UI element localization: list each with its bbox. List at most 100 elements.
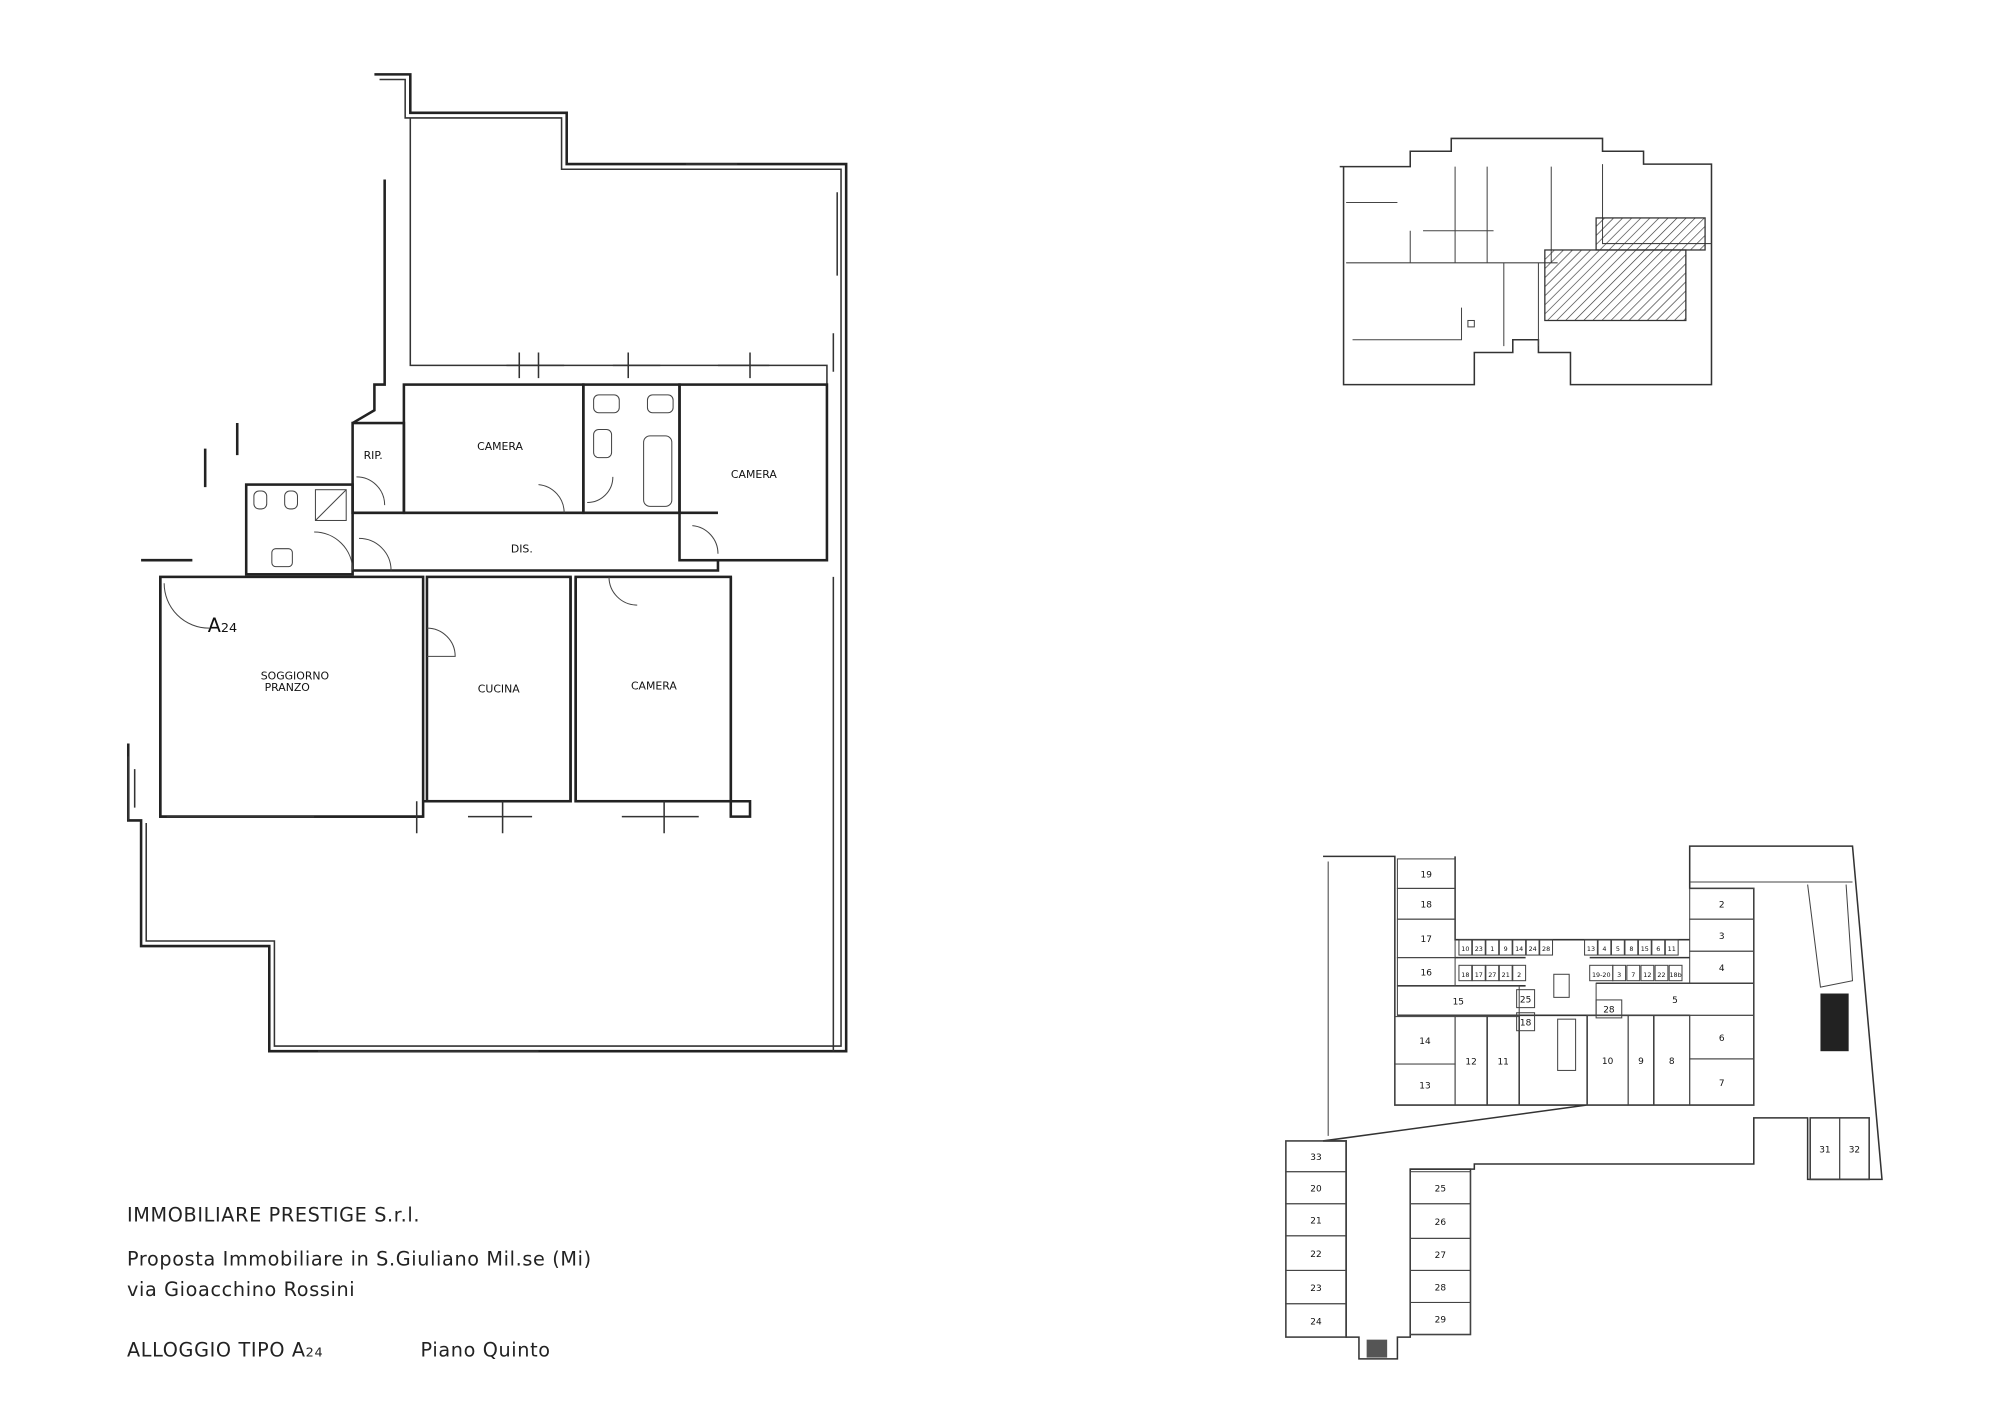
site_plan.cellar_numbers.6: 13 xyxy=(1419,1081,1430,1091)
highlighted-unit xyxy=(1544,249,1687,322)
unit-tag: A24 xyxy=(208,614,237,637)
site_plan.cellar_numbers.0: 19 xyxy=(1421,871,1433,881)
cell-outline xyxy=(1525,939,1540,956)
site_plan.small_cellars_row1.1: 23 xyxy=(1475,945,1483,953)
title-block: IMMOBILIARE PRESTIGE S.r.l. Proposta Imm… xyxy=(127,1204,592,1362)
site_plan.small_cellars_row1.6: 28 xyxy=(1542,945,1550,953)
cell-outline xyxy=(1612,964,1627,982)
site_plan.garages_right.2: 27 xyxy=(1435,1251,1446,1261)
site_plan.cellar_numbers.17: 8 xyxy=(1669,1057,1675,1067)
site_plan.garages_right.3: 28 xyxy=(1435,1283,1447,1293)
site_plan.garages_left.0: 33 xyxy=(1310,1153,1321,1163)
site_plan.small_cellars_row2.10: 18b xyxy=(1669,971,1681,979)
apartment-plan-a24: CAMERA CAMERA RIP. DIS. SOGGIORNO PRANZO… xyxy=(126,73,848,1053)
cell-outline xyxy=(1458,939,1473,956)
site_plan.garages_left.1: 20 xyxy=(1310,1185,1322,1195)
site_plan.cellar_numbers.11: 4 xyxy=(1719,964,1725,974)
door-swings xyxy=(163,476,719,657)
site_plan.cellar_numbers.10: 3 xyxy=(1719,932,1725,942)
site_plan.small_cellars_row1.2: 1 xyxy=(1490,945,1494,953)
site_plan.small_cellars_row1.5: 24 xyxy=(1529,945,1537,953)
site_plan.small_cellars_row1.4: 14 xyxy=(1515,945,1523,953)
address-line: via Gioacchino Rossini xyxy=(127,1278,355,1301)
cell-outline xyxy=(1626,964,1641,982)
site_plan.small_cellars_row2.3: 21 xyxy=(1502,971,1510,979)
label-camera-right: CAMERA xyxy=(731,468,777,481)
label-pranzo: PRANZO xyxy=(265,681,310,694)
site_plan.small_cellars_row1.12: 6 xyxy=(1656,945,1660,953)
cell-outline xyxy=(1653,1014,1691,1106)
cell-outline xyxy=(1651,939,1666,956)
label-dis: DIS. xyxy=(511,543,533,556)
site_plan.cellar_numbers.1: 18 xyxy=(1421,901,1433,911)
site_plan.garages_left.5: 24 xyxy=(1310,1317,1322,1327)
label-camera-top: CAMERA xyxy=(477,440,523,453)
site_plan.small_cellars_row1.11: 15 xyxy=(1641,945,1649,953)
site_plan.garages_left.3: 22 xyxy=(1310,1250,1321,1260)
room-bathroom-left xyxy=(244,483,354,576)
site_plan.cellar_numbers.9: 2 xyxy=(1719,901,1725,911)
site_plan.cellar_numbers.8: 11 xyxy=(1497,1058,1508,1068)
site_plan.small_cellars_row2.1: 17 xyxy=(1475,971,1483,979)
site_plan.cellar_numbers.12: 5 xyxy=(1672,996,1678,1006)
cell-outline xyxy=(1664,939,1679,956)
site_plan.cellar_numbers.14: 7 xyxy=(1719,1079,1725,1089)
terrace-outline xyxy=(126,73,848,1053)
site_plan.small_cellars_row1.0: 10 xyxy=(1461,945,1469,953)
site_plan.cellar_numbers.18: 25 xyxy=(1520,995,1531,1005)
site_plan.small_cellars_row1.13: 11 xyxy=(1668,945,1676,953)
project-line: Proposta Immobiliare in S.Giuliano Mil.s… xyxy=(127,1247,592,1270)
cell-outline xyxy=(1409,1301,1471,1336)
site_plan.small_cellars_row1.7: 13 xyxy=(1587,945,1595,953)
cell-outline xyxy=(1485,939,1500,956)
cell-outline xyxy=(1595,999,1623,1019)
cell-outline xyxy=(1516,989,1536,1009)
site_plan.garages_left.4: 23 xyxy=(1310,1284,1321,1294)
cell-outline xyxy=(1640,964,1655,982)
cell-outline xyxy=(1512,939,1527,956)
site_plan.small_cellars_row1.10: 8 xyxy=(1629,945,1633,953)
site_plan.small_cellars_row1.8: 4 xyxy=(1602,945,1606,953)
site_plan.small_cellars_row1.9: 5 xyxy=(1616,945,1620,953)
site_plan.cellar_numbers.19: 28 xyxy=(1603,1006,1615,1016)
label-soggiorno: SOGGIORNO xyxy=(261,669,329,682)
label-camera-bottom: CAMERA xyxy=(631,680,677,693)
site_plan.garages_right.1: 26 xyxy=(1435,1218,1447,1228)
room-cucina xyxy=(425,575,572,803)
cell-outline xyxy=(1597,939,1612,956)
site_plan.small_cellars_row2.4: 2 xyxy=(1517,971,1521,979)
site_plan.cellar_numbers.20: 18 xyxy=(1520,1019,1532,1029)
site_plan.garages_far.1: 32 xyxy=(1849,1145,1860,1155)
cell-outline xyxy=(1498,939,1513,956)
key-plan-floor xyxy=(1339,137,1713,386)
cell-outline xyxy=(1610,939,1625,956)
cell-outline xyxy=(1516,1012,1536,1032)
room-camera-bottom xyxy=(574,575,733,803)
site_plan.cellar_numbers.7: 12 xyxy=(1465,1058,1476,1068)
site_plan.cellar_numbers.4: 15 xyxy=(1453,997,1464,1007)
unit-type: ALLOGGIO TIPO A24 xyxy=(127,1338,323,1361)
room-soggiorno xyxy=(159,575,425,818)
cell-outline xyxy=(1471,964,1486,982)
cell-outline xyxy=(1654,964,1669,982)
cell-outline xyxy=(1839,1117,1870,1180)
window-marks xyxy=(127,163,770,1052)
cell-outline xyxy=(1637,939,1652,956)
cell-outline xyxy=(1458,964,1473,982)
site_plan.small_cellars_row2.7: 7 xyxy=(1631,971,1635,979)
cell-outline xyxy=(1624,939,1639,956)
bathroom-fixtures xyxy=(253,394,674,568)
room-camera-right xyxy=(678,383,829,562)
cell-outline xyxy=(1285,1303,1347,1338)
site_plan.cellar_numbers.2: 17 xyxy=(1421,935,1432,945)
site_plan.small_cellars_row2.5: 19-20 xyxy=(1592,971,1611,979)
site_plan.small_cellars_row2.2: 27 xyxy=(1488,971,1496,979)
site_plan.garages_right.4: 29 xyxy=(1435,1315,1447,1325)
label-cucina: CUCINA xyxy=(478,682,520,695)
cell-outline xyxy=(1486,1016,1520,1106)
cell-outline xyxy=(1512,964,1527,982)
site_plan.cellar_numbers.13: 6 xyxy=(1719,1034,1725,1044)
site_plan.small_cellars_row2.9: 22 xyxy=(1657,971,1665,979)
floor-label: Piano Quinto xyxy=(421,1338,551,1361)
